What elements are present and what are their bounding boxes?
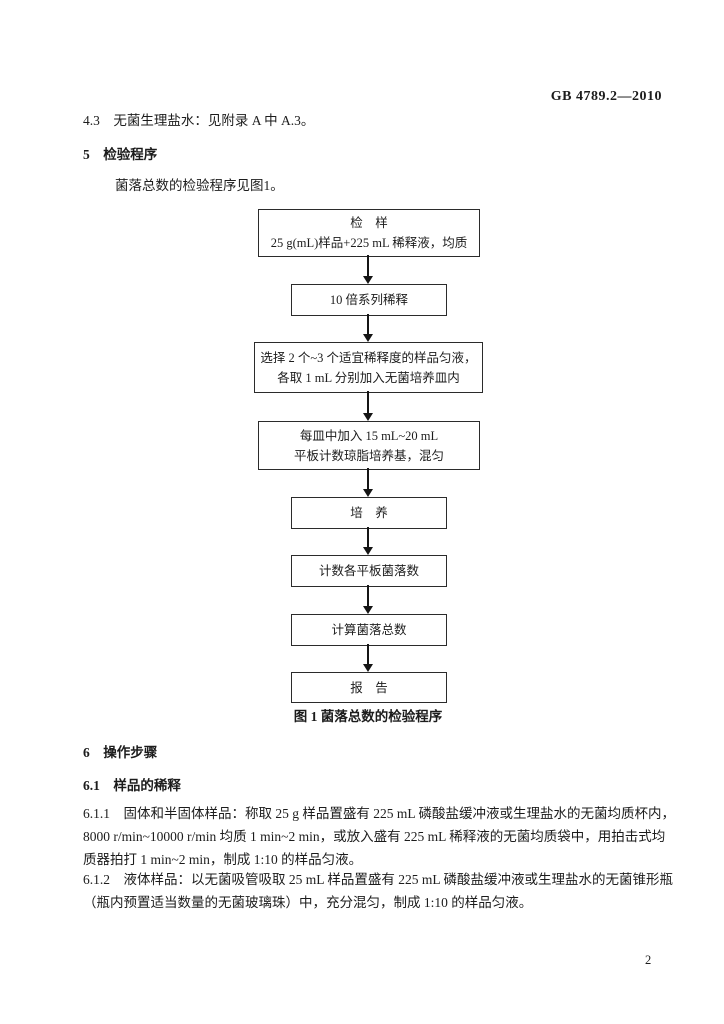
flow-step-count-colonies: 计数各平板菌落数 (291, 555, 447, 587)
flow-step-incubation-label: 培 养 (350, 506, 388, 520)
flow-step-sampling-title: 检 样 (350, 216, 388, 230)
flow-step-select-dilutions-line2: 各取 1 mL 分别加入无菌培养皿内 (277, 370, 460, 385)
section-6-1-heading: 6.1 样品的稀释 (83, 778, 181, 793)
flow-step-incubation: 培 养 (291, 497, 447, 529)
flow-step-serial-dilution: 10 倍系列稀释 (291, 284, 447, 316)
clause-4-3: 4.3 无菌生理盐水：见附录 A 中 A.3。 (83, 113, 315, 128)
clause-6-1-1-line1: 6.1.1 固体和半固体样品：称取 25 g 样品置盛有 225 mL 磷酸盐缓… (83, 806, 675, 821)
flow-step-add-agar-line2: 平板计数琼脂培养基，混匀 (293, 448, 444, 463)
flow-step-report: 报 告 (291, 672, 447, 703)
flow-arrow-1 (363, 255, 373, 284)
flow-arrow-2 (363, 314, 373, 342)
clause-6-1-2-line2: （瓶内预置适当数量的无菌玻璃珠）中，充分混匀，制成 1:10 的样品匀液。 (83, 895, 533, 910)
flow-step-calculate-total-label: 计算菌落总数 (331, 623, 407, 637)
flow-step-select-dilutions-line1: 选择 2 个~3 个适宜稀释度的样品匀液， (260, 350, 477, 365)
flow-step-calculate-total: 计算菌落总数 (291, 614, 447, 646)
flow-step-add-agar-line1: 每皿中加入 15 mL~20 mL (299, 428, 439, 443)
section-5-intro: 菌落总数的检验程序见图1。 (115, 178, 284, 193)
flow-arrow-5 (363, 527, 373, 555)
standard-number: GB 4789.2—2010 (550, 89, 662, 104)
flow-step-sampling-detail: 25 g(mL)样品+225 mL 稀释液，均质 (270, 236, 468, 250)
flow-step-count-colonies-label: 计数各平板菌落数 (318, 564, 419, 578)
flow-arrow-4 (363, 468, 373, 497)
flow-arrow-3 (363, 391, 373, 421)
flow-arrow-6 (363, 585, 373, 614)
page-number: 2 (645, 953, 652, 967)
section-6-heading: 6 操作步骤 (83, 745, 158, 760)
flow-step-add-agar: 每皿中加入 15 mL~20 mL 平板计数琼脂培养基，混匀 (258, 421, 480, 470)
clause-6-1-1-line3: 质器拍打 1 min~2 min，制成 1:10 的样品匀液。 (83, 852, 363, 867)
flow-arrow-7 (363, 644, 373, 672)
figure-1-caption: 图 1 菌落总数的检验程序 (293, 709, 443, 724)
clause-6-1-2-line1: 6.1.2 液体样品：以无菌吸管吸取 25 mL 样品置盛有 225 mL 磷酸… (83, 872, 673, 887)
flow-step-serial-dilution-label: 10 倍系列稀释 (329, 293, 409, 307)
flow-step-select-dilutions: 选择 2 个~3 个适宜稀释度的样品匀液， 各取 1 mL 分别加入无菌培养皿内 (254, 342, 483, 393)
flow-step-report-label: 报 告 (350, 680, 388, 695)
section-5-heading: 5 检验程序 (83, 147, 158, 162)
clause-6-1-1-line2: 8000 r/min~10000 r/min 均质 1 min~2 min，或放… (83, 829, 666, 844)
flow-step-sampling: 检 样 25 g(mL)样品+225 mL 稀释液，均质 (258, 209, 480, 257)
